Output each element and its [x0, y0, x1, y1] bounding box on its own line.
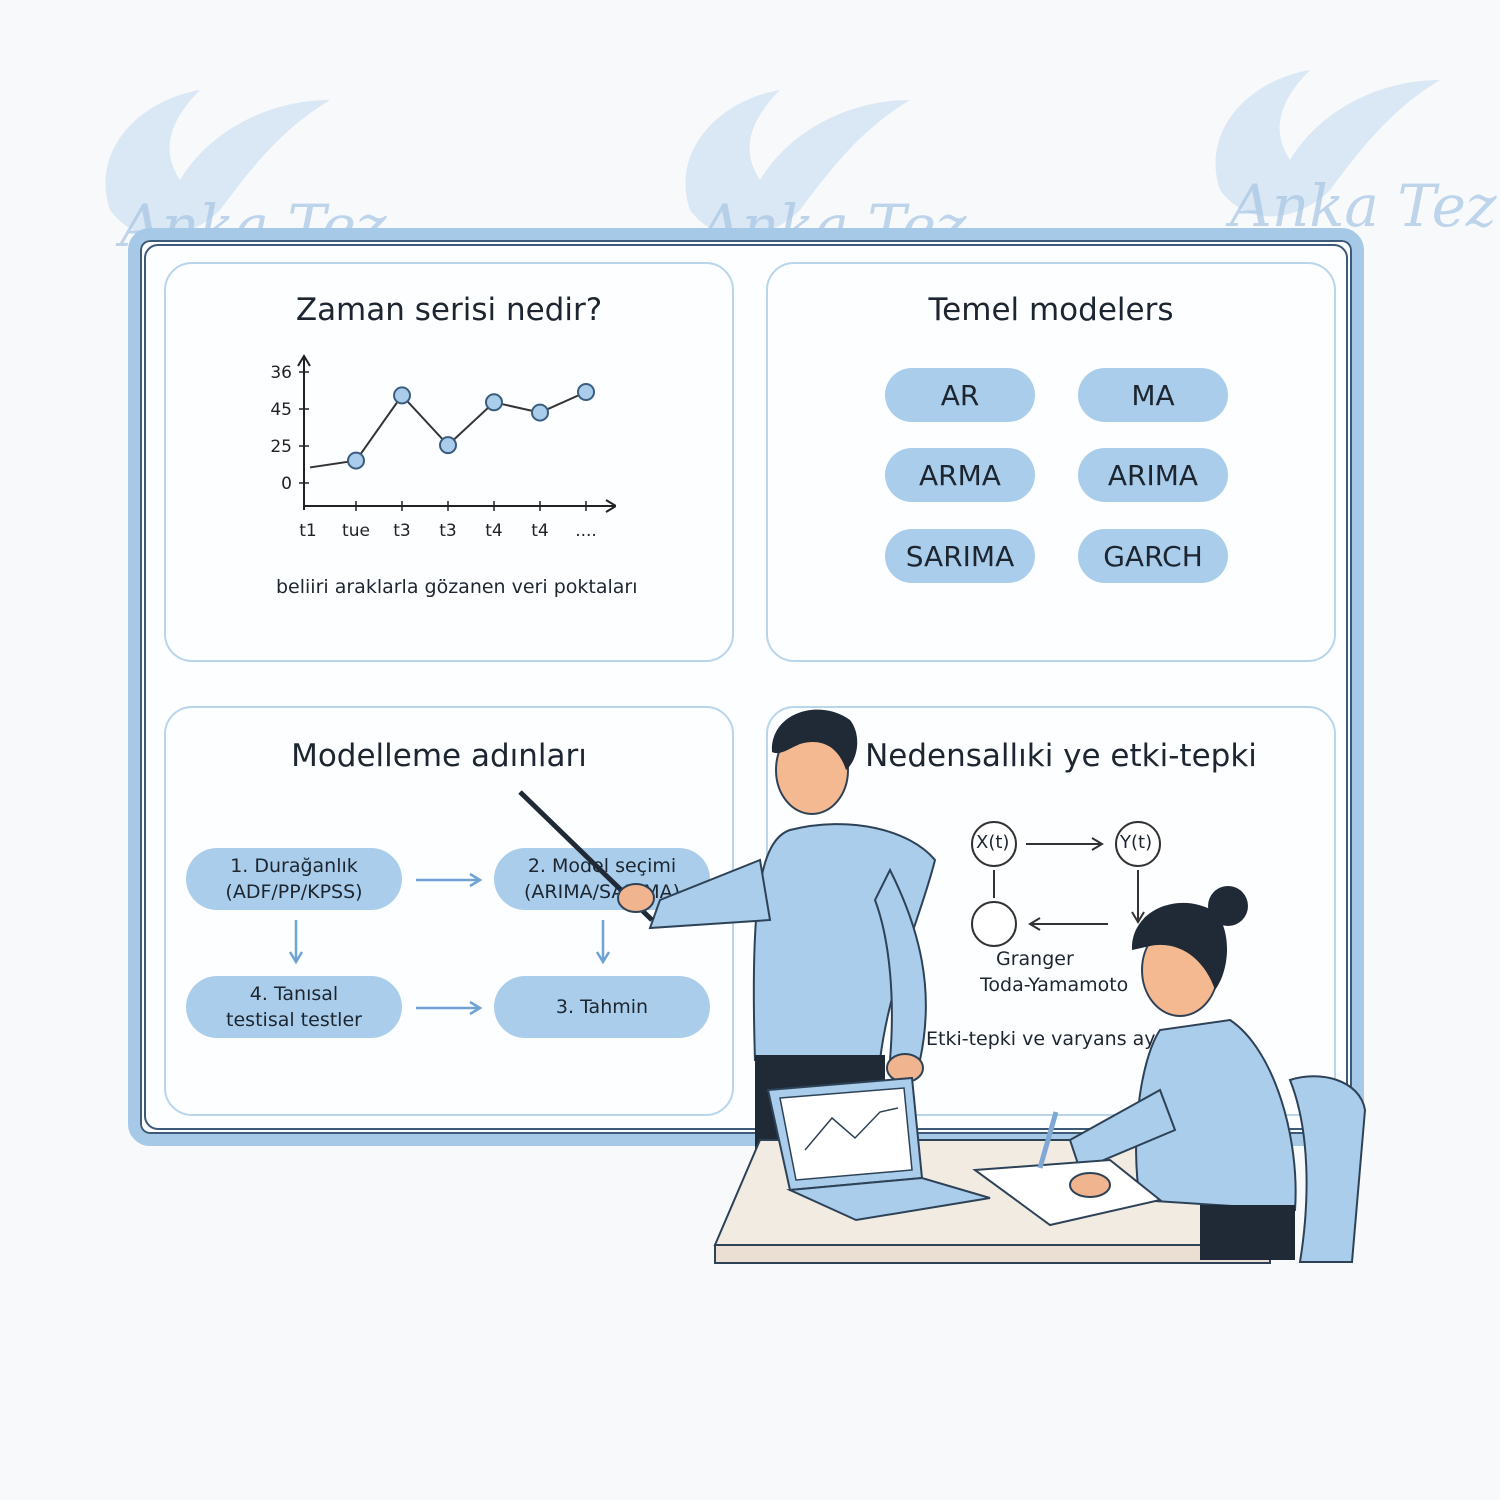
- x-tick-label: t4: [531, 521, 548, 541]
- panel-title: Modelleme adınları: [291, 738, 587, 774]
- y-tick-label: 25: [270, 437, 292, 457]
- step-2: 2. Model seçimi(ARIMA/SARIMA): [494, 848, 710, 910]
- y-tick-label: 36: [270, 363, 292, 383]
- chart-caption: beliiri araklarla gözanen veri poktaları: [276, 576, 638, 598]
- data-point: [393, 386, 411, 405]
- method-granger: Granger: [996, 948, 1074, 970]
- time-series-chart: 36 45 25 0 t1 tue t3 t3 t4 t4....: [270, 354, 616, 541]
- laptop-icon: [766, 1076, 991, 1222]
- panel-models: Temel modelers AR MA ARMA ARIMA SARIMA G…: [766, 262, 1336, 662]
- student-figure-icon: [972, 886, 1367, 1263]
- panel-modelling-steps: Modelleme adınları 1. Durağanlık(ADF/PP/…: [164, 706, 734, 1116]
- data-point: [347, 451, 365, 470]
- x-tick-label: t3: [439, 521, 456, 541]
- x-tick-label: ....: [575, 521, 597, 541]
- x-tick-label: t3: [393, 521, 410, 541]
- y-axis-arrow: [297, 354, 311, 367]
- model-pill-ar: AR: [885, 368, 1035, 422]
- model-pill-garch: GARCH: [1078, 529, 1228, 583]
- x-axis-arrow: [605, 499, 616, 513]
- x-tick-label: tue: [342, 521, 370, 541]
- model-pill-arima: ARIMA: [1078, 448, 1228, 502]
- x-tick-label: t1: [299, 521, 316, 541]
- node-x-label: X(t): [976, 832, 1010, 853]
- model-pill-sarima: SARIMA: [885, 529, 1035, 583]
- panel-causality: Nedensallıki ye etki-tepki X(t) Y(t) Gra…: [766, 706, 1336, 1116]
- node-y-label: Y(t): [1120, 832, 1153, 853]
- step-3: 3. Tahmin: [494, 976, 710, 1038]
- step-arrows: [288, 872, 611, 1016]
- y-tick-label: 45: [270, 400, 292, 420]
- x-tick-label: t4: [485, 521, 502, 541]
- data-point: [485, 393, 503, 412]
- step-1: 1. Durağanlık(ADF/PP/KPSS): [186, 848, 402, 910]
- data-point: [577, 383, 595, 401]
- panel-time-series: Zaman serisi nedir? 36 45 25 0 t1 tue t3 t3 t4 t4…: [164, 262, 734, 662]
- data-point: [439, 436, 457, 455]
- model-pill-arma: ARMA: [885, 448, 1035, 502]
- panel-title: Nedensallıki ye etki-tepki: [865, 738, 1257, 774]
- y-tick-label: 0: [281, 474, 292, 494]
- impulse-response-text: Etki-tepki ve varyans ayrışımı: [926, 1028, 1208, 1050]
- method-toda-yamamoto: Toda-Yamamoto: [980, 974, 1129, 996]
- panel-title: Temel modelers: [928, 292, 1174, 328]
- panel-title: Zaman serisi nedir?: [295, 292, 603, 328]
- model-pill-ma: MA: [1078, 368, 1228, 422]
- data-point: [531, 403, 549, 422]
- causality-diagram: [971, 821, 1161, 947]
